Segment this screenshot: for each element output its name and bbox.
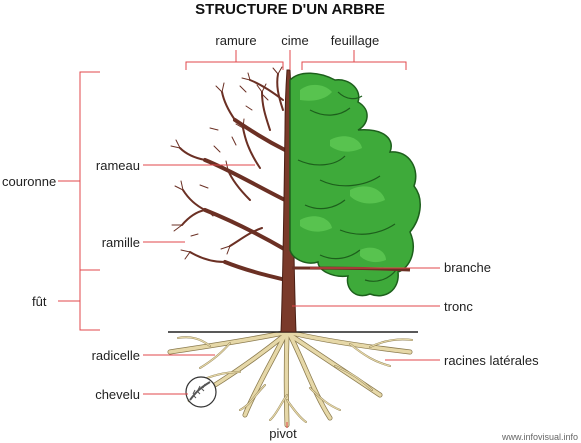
bare-branches [170,66,288,282]
label-tronc: tronc [444,299,473,314]
label-fut: fût [32,294,47,309]
label-chevelu: chevelu [95,387,140,402]
label-cime: cime [281,33,308,48]
root-hair-magnifier [185,376,217,408]
foliage [289,72,421,297]
label-pivot: pivot [269,426,297,441]
label-radicelle: radicelle [92,348,140,363]
label-feuillage: feuillage [331,33,379,48]
label-couronne: couronne [2,174,56,189]
label-ramure: ramure [215,33,256,48]
label-branche: branche [444,260,491,275]
label-ramille: ramille [102,235,140,250]
label-rameau: rameau [96,158,140,173]
diagram-title: STRUCTURE D'UN ARBRE [195,1,385,18]
label-racines-laterales: racines latérales [444,353,539,368]
site-credit: www.infovisual.info [501,432,578,442]
root-system [167,329,413,428]
leader-lines [58,50,440,428]
